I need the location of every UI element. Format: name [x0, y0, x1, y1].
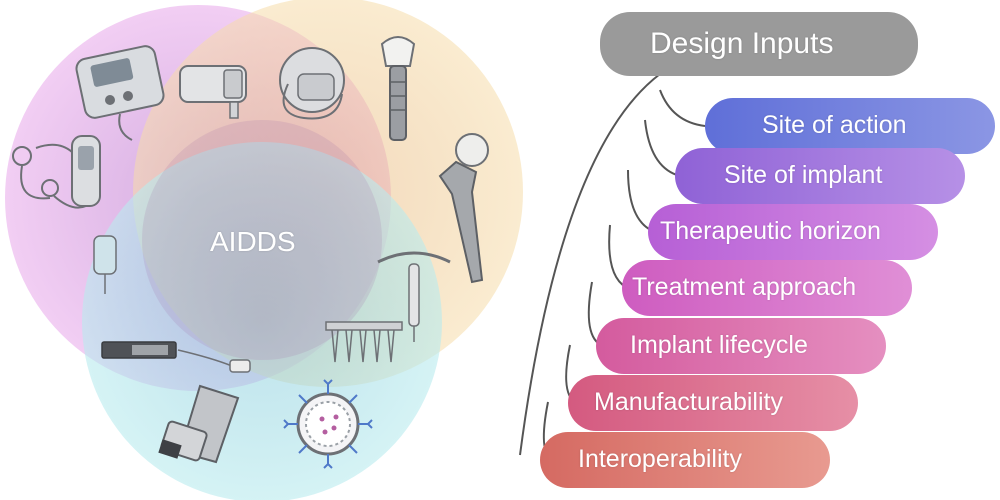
venn-diagram — [5, 0, 523, 500]
dental-implant-icon — [380, 36, 416, 141]
design-inputs-label: Design Inputs — [650, 27, 834, 60]
treatment-approach-label: Treatment approach — [632, 273, 857, 301]
manufacturability-node — [568, 375, 858, 431]
therapeutic-horizon-node — [648, 204, 938, 260]
microneedle-patch-icon — [325, 321, 403, 363]
site-of-implant-node — [675, 148, 965, 204]
manufacturability-label: Manufacturability — [594, 388, 783, 416]
venn-center-label: AIDDS — [210, 226, 296, 257]
implant-lifecycle-node — [596, 318, 886, 374]
treatment-approach-node — [622, 260, 912, 316]
interoperability-label: Interoperability — [578, 445, 742, 473]
site-of-action-label: Site of action — [762, 111, 907, 139]
implant-module-icon — [179, 65, 247, 119]
insulin-pump-icon — [12, 135, 101, 209]
therapeutic-horizon-label: Therapeutic horizon — [660, 217, 881, 245]
pacemaker-icon — [279, 47, 345, 120]
design-inputs-node — [600, 12, 918, 76]
inhaler-icon — [158, 384, 240, 464]
interoperability-node — [540, 432, 830, 488]
iud-icon — [377, 251, 451, 342]
iv-bag-icon — [93, 235, 117, 294]
venn-center-shade — [142, 120, 382, 360]
hip-implant-icon — [438, 133, 489, 284]
site-of-implant-label: Site of implant — [724, 161, 883, 189]
infusion-pump-icon — [75, 45, 165, 141]
nanoparticle-icon — [283, 379, 373, 469]
implant-lifecycle-label: Implant lifecycle — [630, 331, 808, 359]
implant-rod-icon — [101, 341, 251, 373]
site-of-action-node — [705, 98, 995, 154]
